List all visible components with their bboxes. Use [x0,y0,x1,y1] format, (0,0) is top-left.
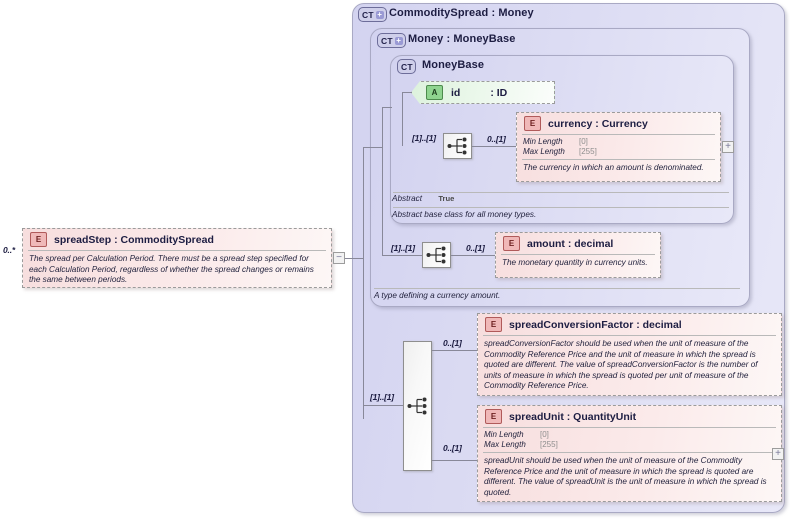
divider [483,427,776,428]
facet-row: Min Length [0] [523,137,714,147]
connector-commodity-seq-left [363,405,403,406]
element-icon: E [485,317,502,332]
cardinality-amount: 0..[1] [466,243,485,253]
element-currency-header: E currency : Currency [517,113,720,134]
cardinality-money-base-sequence: [1]..[1] [412,133,436,143]
abstract-label: Abstract [392,194,423,203]
divider [522,134,715,135]
element-spread-step-title: spreadStep : CommoditySpread [54,233,214,246]
facet-value: [255] [579,147,597,156]
divider [522,159,715,160]
element-icon: E [524,116,541,131]
facet-row: Min Length [0] [484,430,775,440]
facet-value: [255] [540,440,558,449]
element-spread-conversion-factor-documentation: spreadConversionFactor should be used wh… [484,339,758,390]
abstract-value: True [438,194,455,203]
complex-type-title-money-base: MoneyBase [422,59,485,71]
divider-money-base-bottom [393,207,729,208]
element-spread-step-header: E spreadStep : CommoditySpread [23,229,331,250]
complex-type-title-money: Money : MoneyBase [408,33,516,45]
cardinality-currency: 0..[1] [487,134,506,144]
element-amount-title: amount : decimal [527,237,614,250]
complex-type-title-commodity-spread: CommoditySpread : Money [389,7,534,19]
connector-id-vertical [402,92,403,146]
expand-toggle-currency[interactable]: + [722,141,734,153]
expand-plus-icon: + [375,9,384,19]
expand-toggle-spread-unit[interactable]: + [772,448,784,460]
sequence-compositor-commodity-spread[interactable] [403,341,432,471]
cardinality-spread-step: 0..* [3,245,15,255]
cardinality-commodity-sequence: [1]..[1] [370,392,394,402]
facet-value: [0] [579,137,588,146]
connector-seq-to-currency [472,146,516,147]
facet-value: [0] [540,430,549,439]
connector-commodity-trunk-vertical [363,147,364,419]
element-currency[interactable]: E currency : Currency Min Length [0] Max… [516,112,721,182]
connector-commodity-trunk-top [363,147,382,148]
connector-money-trunk-vertical [382,107,383,255]
element-spread-conversion-factor-header: E spreadConversionFactor : decimal [478,314,781,335]
attribute-id[interactable]: A id : ID [411,81,555,104]
element-amount-documentation: The monetary quantity in currency units. [502,258,648,267]
divider [28,250,326,251]
element-icon: E [485,409,502,424]
expand-plus-icon: + [394,35,403,45]
divider-money-base-top [393,192,729,193]
element-spread-unit-title: spreadUnit : QuantityUnit [509,410,637,423]
divider [483,452,776,453]
sequence-icon [407,397,426,415]
sequence-icon [447,137,466,155]
element-spread-unit-header: E spreadUnit : QuantityUnit [478,406,781,427]
element-spread-unit[interactable]: E spreadUnit : QuantityUnit Min Length [… [477,405,782,502]
money-base-documentation: Abstract base class for all money types. [392,210,537,219]
complex-type-badge-money[interactable]: CT+ [377,33,406,48]
facet-label: Min Length [484,430,524,439]
connector-seq-to-spread-conversion-factor [432,350,477,351]
connector-spread-step-to-trunk [345,258,363,259]
element-spread-step-documentation: The spread per Calculation Period. There… [29,254,314,284]
element-icon: E [30,232,47,247]
connector-seq-to-spread-unit [432,460,477,461]
cardinality-spread-conversion-factor: 0..[1] [443,338,462,348]
element-amount-header: E amount : decimal [496,233,660,254]
element-spread-step[interactable]: E spreadStep : CommoditySpread The sprea… [22,228,332,288]
attribute-id-type: : ID [490,86,508,99]
element-amount[interactable]: E amount : decimal The monetary quantity… [495,232,661,278]
facet-row: Max Length [255] [484,440,775,450]
money-type-documentation: A type defining a currency amount. [374,291,501,300]
element-currency-documentation: The currency in which an amount is denom… [523,163,704,172]
attribute-icon: A [426,85,443,100]
facet-label: Max Length [523,147,565,156]
attribute-id-name: id [451,86,461,99]
element-currency-facets: Min Length [0] Max Length [255] [517,135,720,159]
sequence-compositor-money[interactable] [422,242,451,268]
divider [501,254,655,255]
sequence-compositor-money-base[interactable] [443,133,472,159]
connector-id-horizontal [402,92,412,93]
collapse-toggle-spread-step[interactable]: − [333,252,345,264]
money-base-abstract-row: Abstract True [392,194,454,203]
element-icon: E [503,236,520,251]
ct-badge-text: CT [362,9,374,20]
facet-row: Max Length [255] [523,147,714,157]
ct-badge-text: CT [381,35,393,46]
connector-money-trunk-top [382,107,392,108]
cardinality-spread-unit: 0..[1] [443,443,462,453]
element-spread-unit-facets: Min Length [0] Max Length [255] [478,428,781,452]
facet-label: Max Length [484,440,526,449]
cardinality-money-sequence: [1]..[1] [391,243,415,253]
sequence-icon [426,246,445,264]
complex-type-badge-money-base[interactable]: CT [397,59,416,74]
divider-money-doc [374,288,740,289]
element-spread-conversion-factor[interactable]: E spreadConversionFactor : decimal sprea… [477,313,782,396]
element-spread-conversion-factor-title: spreadConversionFactor : decimal [509,318,682,331]
facet-label: Min Length [523,137,563,146]
connector-seq-to-amount [451,255,495,256]
divider [483,335,776,336]
complex-type-badge-commodity-spread[interactable]: CT+ [358,7,387,22]
connector-money-seq-left [382,255,422,256]
ct-badge-text: CT [401,61,413,72]
element-spread-unit-documentation: spreadUnit should be used when the unit … [484,456,767,497]
element-currency-title: currency : Currency [548,117,648,130]
